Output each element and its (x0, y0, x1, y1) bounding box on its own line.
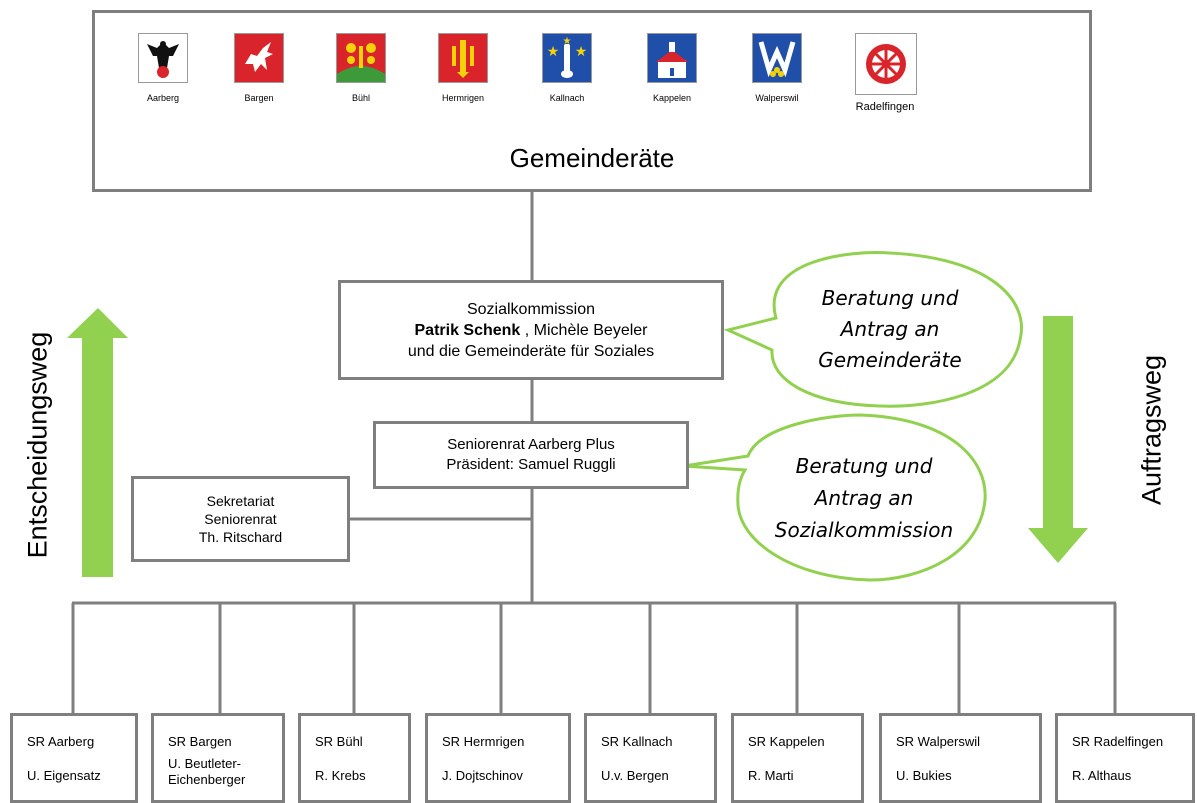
sr-person: R. Krebs (315, 768, 366, 783)
kallnach-stars-crest-icon: ★ ★ ★ (542, 33, 592, 83)
crest-aarberg: Aarberg (133, 33, 193, 103)
sozialkommission-president: Patrik Schenk (414, 321, 521, 339)
svg-text:★: ★ (563, 36, 572, 47)
kappelen-chapel-crest-icon (647, 33, 697, 83)
sr-name: SR Hermrigen (442, 734, 525, 749)
sr-person: U. Eigensatz (27, 768, 101, 783)
bubble-line: Beratung und (821, 286, 959, 310)
arrow-down-green-icon (1028, 316, 1088, 563)
sr-person: U. Beutleter- Eichenberger (168, 756, 246, 787)
crest-label: Radelfingen (855, 101, 915, 113)
seniorenrat-line2: Präsident: Samuel Ruggli (446, 456, 616, 473)
crest-kallnach: ★ ★ ★ Kallnach (537, 33, 597, 103)
bubble-line: Sozialkommission (774, 518, 954, 542)
sr-name: SR Radelfingen (1072, 734, 1164, 749)
crest-label: Aarberg (146, 93, 180, 103)
sr-person: R. Althaus (1072, 768, 1132, 783)
gemeinderaete-box: Aarberg Bargen Bühl (92, 10, 1092, 192)
speech-bubble-gemeinderaete (723, 251, 1023, 408)
arrow-up-green-icon (67, 308, 128, 577)
gemeinderaete-title: Gemeinderäte (509, 143, 675, 173)
crest-label: Bargen (244, 93, 274, 103)
buehl-vine-crest-icon (336, 33, 386, 83)
crest-label: Kappelen (652, 93, 692, 103)
crest-bargen: Bargen (229, 33, 289, 103)
sozialkommission-members: , Michèle Beyeler (520, 321, 648, 339)
bubble-line: Antrag an (840, 317, 940, 341)
sr-box-bargen: SR Bargen U. Beutleter- Eichenberger (151, 713, 285, 803)
sozialkommission-box: Sozialkommission Patrik Schenk , Michèle… (338, 280, 724, 380)
sr-name: SR Kallnach (601, 734, 673, 749)
sozialkommission-line1: Sozialkommission (466, 300, 596, 318)
sekretariat-line2: Seniorenrat (204, 511, 277, 527)
seniorenrat-box: Seniorenrat Aarberg Plus Präsident: Samu… (373, 421, 689, 489)
sozialkommission-line2: Patrik Schenk , Michèle Beyeler (415, 320, 648, 341)
sr-name: SR Bühl (315, 734, 363, 749)
crest-hermrigen: Hermrigen (433, 33, 493, 103)
sr-box-aarberg: SR Aarberg U. Eigensatz (10, 713, 138, 803)
crest-label: Hermrigen (441, 93, 484, 103)
auftragsweg-label: Auftragsweg (1136, 354, 1167, 506)
sr-box-radelfingen: SR Radelfingen R. Althaus (1055, 713, 1195, 803)
sr-box-kappelen: SR Kappelen R. Marti (731, 713, 864, 803)
svg-text:★: ★ (575, 44, 588, 60)
sekretariat-line1: Sekretariat (206, 493, 275, 509)
crest-label: Walperswil (755, 93, 799, 103)
svg-text:★: ★ (547, 44, 560, 60)
bubble-line: Antrag an (814, 486, 914, 510)
aarberg-eagle-crest-icon (138, 33, 188, 83)
sr-name: SR Walperswil (896, 734, 981, 749)
walperswil-grapes-crest-icon (752, 33, 802, 83)
sr-box-kallnach: SR Kallnach U.v. Bergen (584, 713, 717, 803)
sr-person: U. Bukies (896, 768, 952, 783)
crest-walperswil: Walperswil (747, 33, 807, 103)
bubble-line: Beratung und (795, 454, 933, 478)
sr-person: R. Marti (748, 768, 794, 783)
radelfingen-wheel-crest-icon (855, 33, 917, 95)
crest-kappelen: Kappelen (642, 33, 702, 103)
sr-box-walperswil: SR Walperswil U. Bukies (879, 713, 1042, 803)
sr-box-buehl: SR Bühl R. Krebs (298, 713, 411, 803)
speech-bubble-sozialkommission (683, 413, 987, 582)
sekretariat-line3: Th. Ritschard (198, 529, 283, 545)
sr-name: SR Bargen (168, 734, 232, 749)
crest-label: Kallnach (549, 93, 585, 103)
bargen-pegasus-crest-icon (234, 33, 284, 83)
sr-name: SR Aarberg (27, 734, 95, 749)
seniorenrat-line1: Seniorenrat Aarberg Plus (447, 436, 615, 453)
bubble-line: Gemeinderäte (818, 348, 962, 372)
sr-person: U.v. Bergen (601, 768, 669, 783)
sr-box-hermrigen: SR Hermrigen J. Dojtschinov (425, 713, 571, 803)
sozialkommission-line3: und die Gemeinderäte für Soziales (407, 342, 655, 360)
sr-name: SR Kappelen (748, 734, 825, 749)
entscheidungsweg-label: Entscheidungsweg (22, 331, 53, 559)
crest-label: Bühl (351, 93, 370, 103)
bubble-gemeinderaete-text: Beratung und Antrag an Gemeinderäte (790, 283, 990, 376)
sr-person: J. Dojtschinov (442, 768, 523, 783)
hermrigen-sword-crest-icon (438, 33, 488, 83)
sekretariat-box: Sekretariat Seniorenrat Th. Ritschard (131, 476, 350, 562)
crest-radelfingen: Radelfingen (855, 33, 917, 113)
crest-buehl: Bühl (331, 33, 391, 103)
bubble-sozialkommission-text: Beratung und Antrag an Sozialkommission (748, 450, 980, 546)
